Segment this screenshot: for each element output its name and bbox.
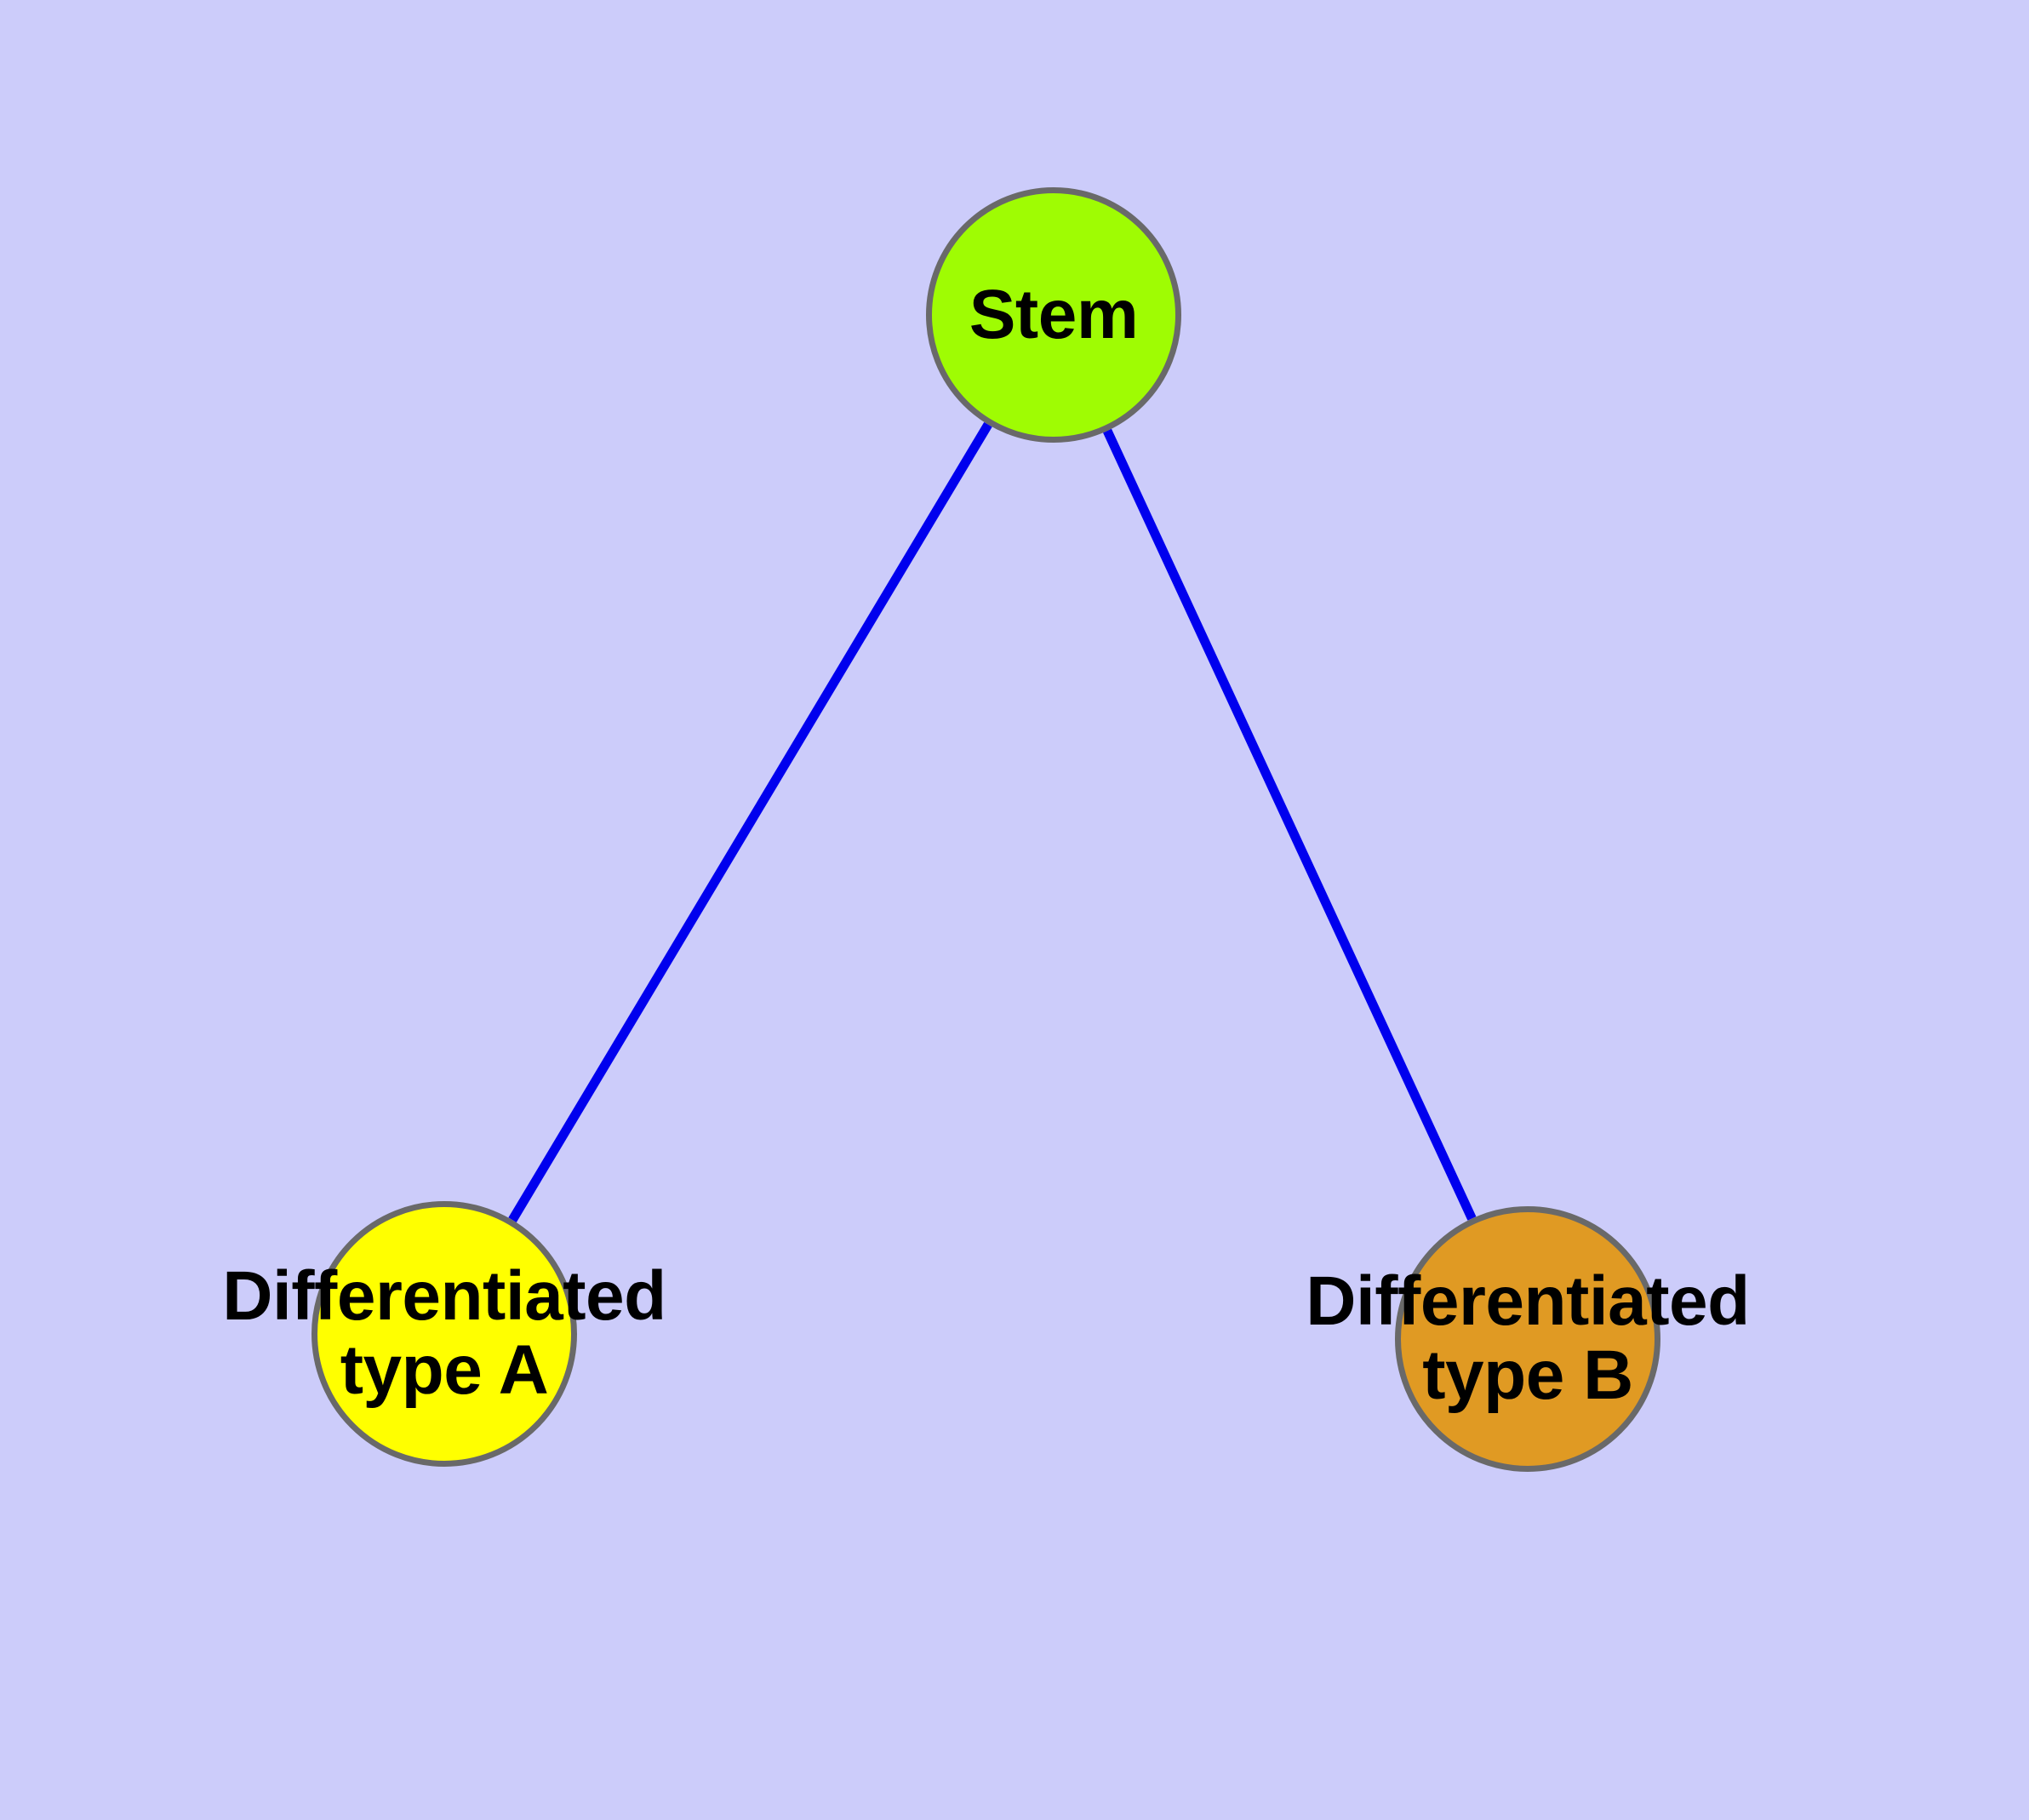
edge-stem-to-diff-a — [508, 421, 992, 1222]
edge-stem-to-diff-b — [1103, 428, 1477, 1221]
node-diff-b[interactable] — [1395, 1206, 1660, 1472]
node-diff-a[interactable] — [311, 1201, 577, 1467]
node-stem[interactable] — [926, 187, 1181, 443]
